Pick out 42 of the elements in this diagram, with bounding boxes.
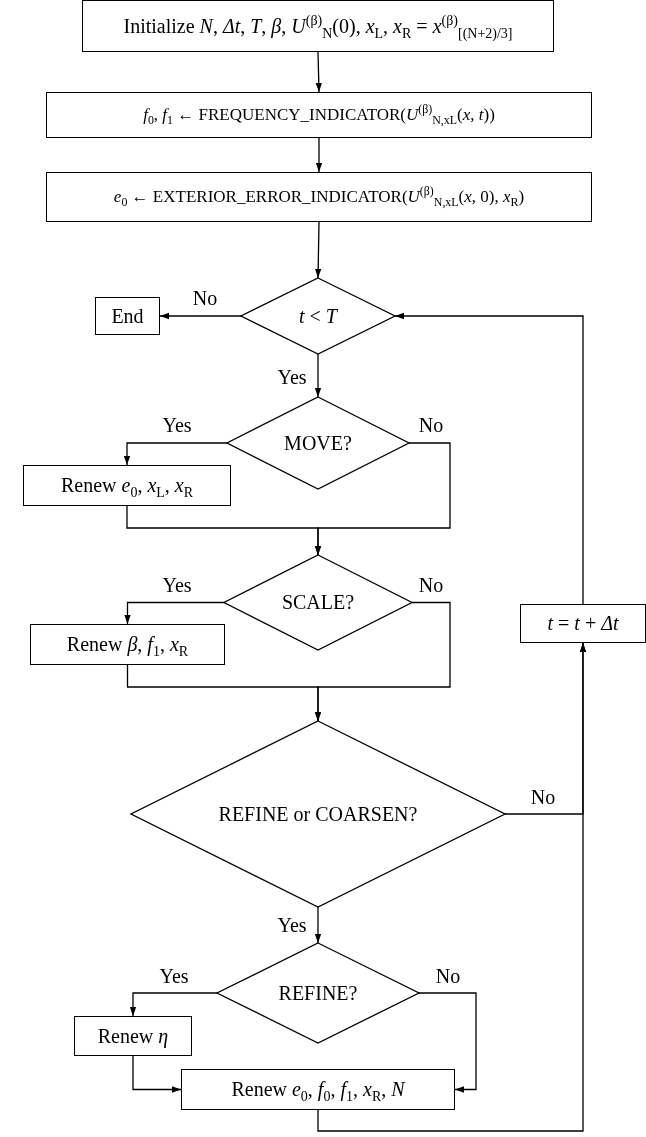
step-text: e$_{0}$ ← EXTERIOR_ERROR_INDICATOR(U$^{(β)}$$_{N,xL}$(x, 0), x$_{R}$)	[113, 187, 525, 207]
arrow	[159, 312, 242, 320]
arrow	[315, 137, 323, 173]
decision-diamond	[131, 721, 505, 907]
process-box	[95, 297, 160, 335]
arrow	[315, 221, 322, 279]
process-box	[82, 0, 554, 52]
step-text: t < T	[299, 304, 337, 328]
arrow	[132, 1055, 182, 1093]
process-box	[181, 1069, 455, 1110]
process-box	[46, 92, 592, 138]
arrow	[314, 906, 322, 944]
arrow	[315, 51, 322, 93]
arrow	[129, 992, 218, 1017]
arrow	[126, 664, 322, 722]
process-box	[74, 1016, 192, 1056]
decision-diamond	[227, 397, 409, 489]
step-text: REFINE?	[278, 981, 358, 1005]
step-text: REFINE or COARSEN?	[218, 802, 418, 826]
process-box	[30, 624, 225, 665]
arrow	[394, 312, 584, 605]
decision-diamond	[217, 943, 419, 1043]
process-box	[23, 465, 231, 506]
step-text: Renew β, f$_{1}$, x$_{R}$	[66, 633, 189, 656]
arrow	[126, 505, 322, 556]
process-box	[46, 172, 592, 222]
decision-diamond	[241, 278, 395, 354]
step-text: MOVE?	[284, 431, 352, 455]
arrow	[314, 353, 322, 398]
step-text: Renew η	[97, 1024, 169, 1048]
step-text: t = t + Δt	[547, 612, 619, 635]
process-box	[520, 604, 646, 643]
step-text: SCALE?	[281, 591, 355, 614]
arrow	[124, 601, 225, 625]
decision-diamond	[224, 555, 412, 650]
arrow	[123, 442, 228, 466]
arrow	[418, 992, 477, 1093]
step-text: End	[111, 304, 144, 328]
step-text: f$_{0}$, f$_{1}$ ← FREQUENCY_INDICATOR(U$^{(β)}$$_{N,xL}$(x, t))	[143, 105, 495, 125]
step-text: Renew e$_{0}$, x$_{L}$, x$_{R}$	[60, 474, 194, 497]
step-text: Renew e$_{0}$, f$_{0}$, f$_{1}$, x$_{R}$, N	[231, 1078, 405, 1101]
arrow	[317, 642, 587, 1132]
